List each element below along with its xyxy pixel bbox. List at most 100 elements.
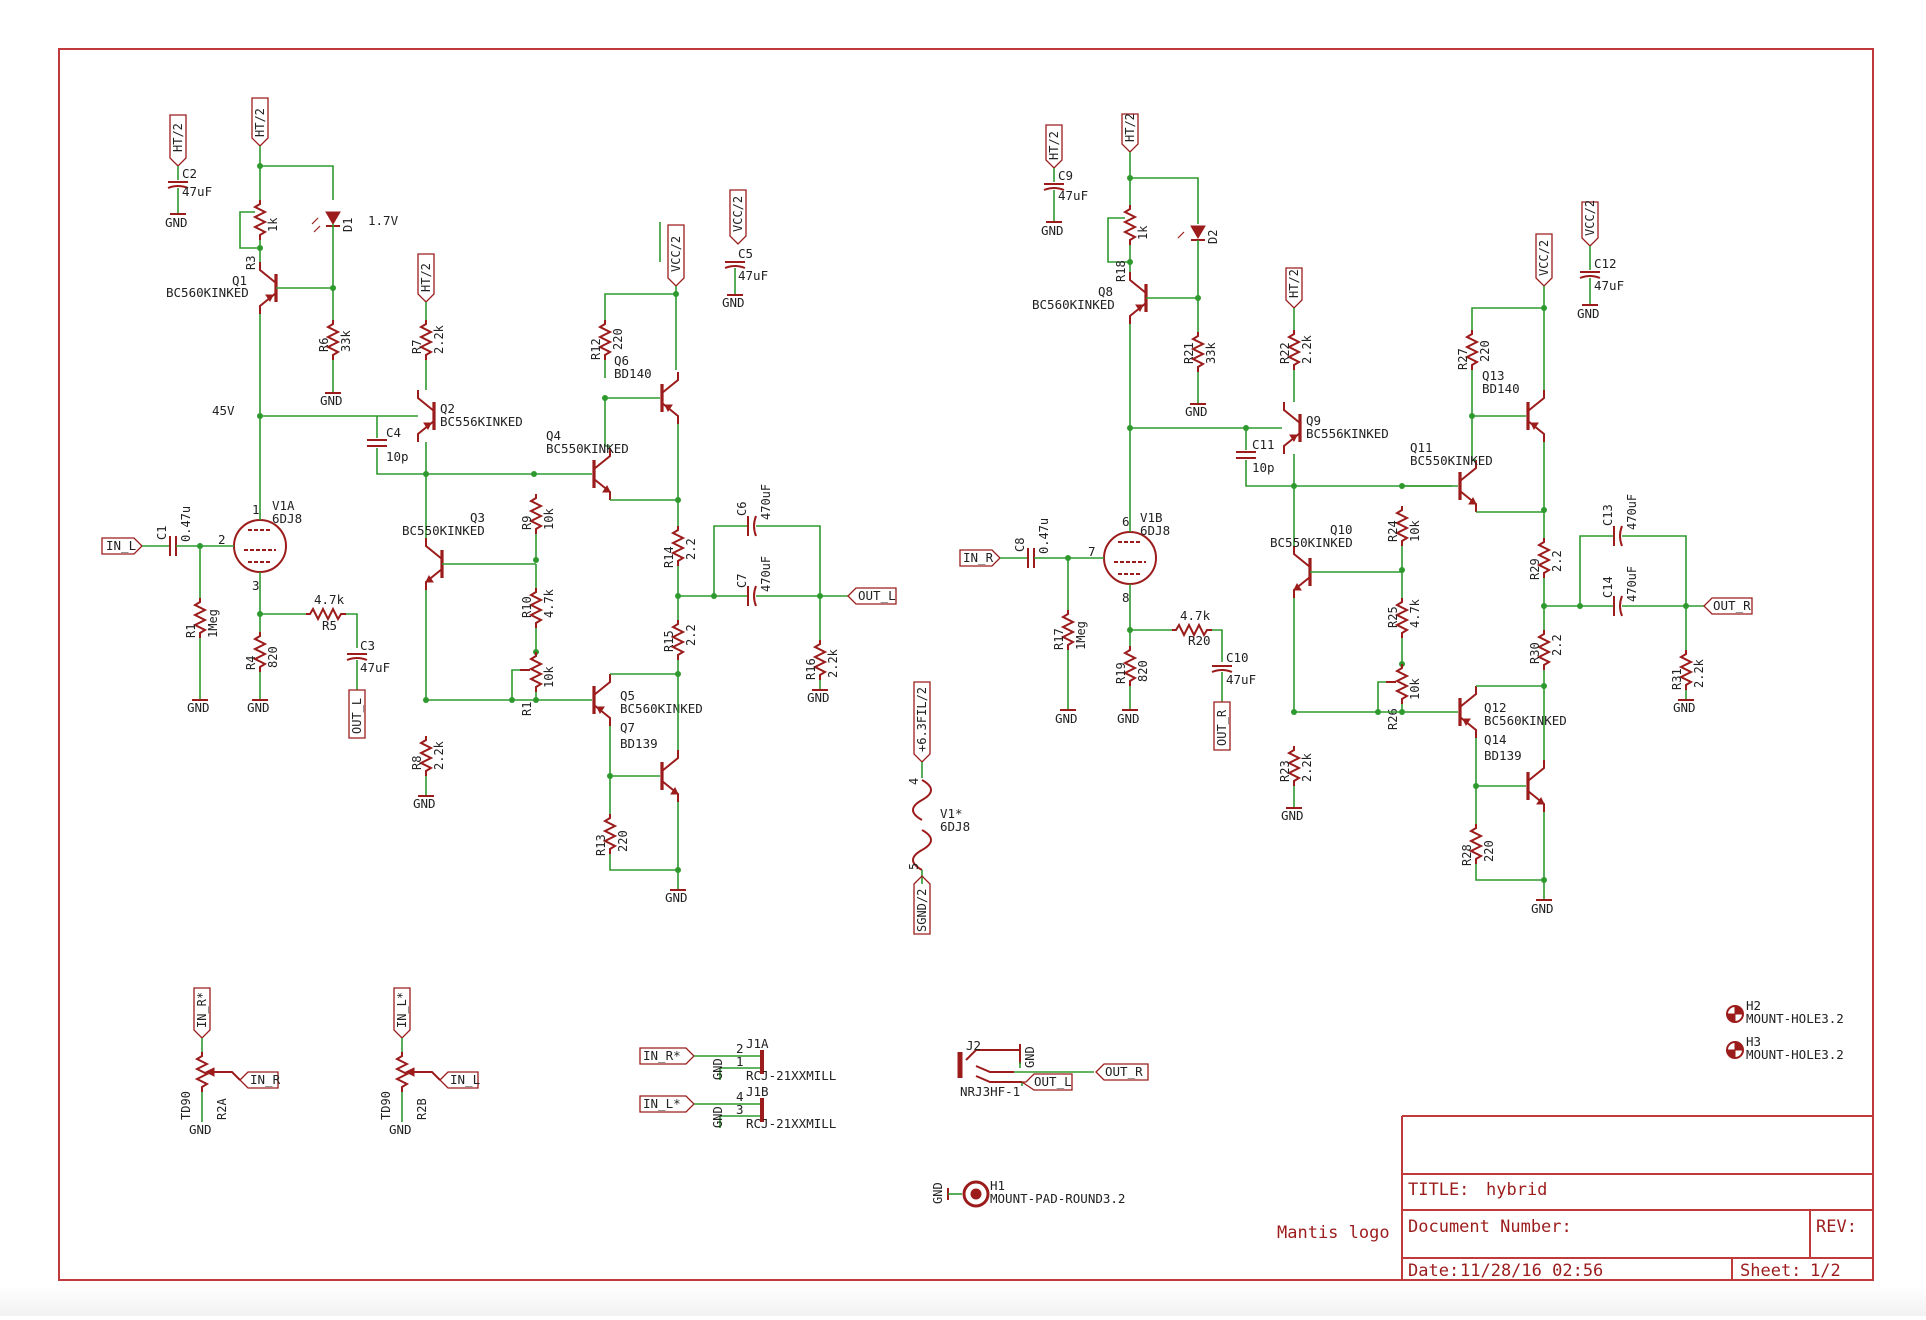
pin-number: 3: [252, 578, 260, 593]
net-label: IN_L: [450, 1072, 480, 1087]
net-label: IN_R: [250, 1072, 281, 1087]
net-label: OUT_L: [350, 698, 364, 734]
component-value: 1k: [1136, 225, 1150, 240]
component-ref: Q14: [1484, 732, 1507, 747]
net-label: VCC/2: [1537, 240, 1551, 276]
component-ref: D2: [1206, 230, 1220, 244]
component-ref: R28: [1460, 844, 1474, 866]
gnd-label: GND: [722, 295, 745, 310]
component-value: 33k: [339, 330, 353, 352]
component-ref: C8: [1013, 538, 1027, 552]
component-ref: H1: [990, 1178, 1005, 1193]
component-value: BC560KINKED: [1484, 713, 1567, 728]
component-value: BD140: [1482, 381, 1520, 396]
sheet-label: Sheet:: [1740, 1261, 1801, 1281]
component-ref: C7: [735, 574, 749, 588]
component-ref: H2: [1746, 998, 1761, 1013]
component-value: 470uF: [1625, 566, 1639, 602]
net-label: OUT_L: [1034, 1074, 1072, 1089]
component-ref: R23: [1278, 760, 1292, 782]
component-value: 2.2k: [432, 324, 446, 354]
component-ref: V1*: [940, 806, 963, 821]
component-value: 6DJ8: [940, 819, 970, 834]
component-ref: C14: [1601, 576, 1615, 598]
component-value: TD90: [379, 1091, 393, 1120]
pin-number: 6: [1122, 514, 1130, 529]
component-value: 2.2: [684, 538, 698, 560]
component-ref: C6: [735, 502, 749, 516]
net-label: SGND/2: [915, 889, 929, 932]
net-label: VCC/2: [669, 236, 683, 272]
component-ref: C9: [1058, 168, 1073, 183]
rev-label: REV:: [1816, 1217, 1857, 1237]
component-ref: Q5: [620, 688, 635, 703]
component-value: 47uF: [1594, 278, 1624, 293]
gnd-label: GND: [711, 1058, 725, 1080]
gnd-label: GND: [665, 890, 688, 905]
component-ref: R19: [1114, 662, 1128, 684]
component-value: 0.47u: [1037, 518, 1051, 554]
component-value: BC556KINKED: [1306, 426, 1389, 441]
input-pot-r2a: IN_R* IN_R TD90 R2A GND: [179, 987, 281, 1137]
component-ref: R1: [184, 624, 198, 638]
component-ref: R25: [1386, 606, 1400, 628]
headphone-jack-j2: OUT_R OUT_L J2 NRJ3HF-1 GND: [957, 1038, 1149, 1099]
net-label: VCC/2: [731, 196, 745, 232]
date-label: Date:: [1408, 1261, 1459, 1281]
component-value: 820: [266, 646, 280, 668]
component-value: 820: [1136, 660, 1150, 682]
pin-number: 8: [1122, 590, 1130, 605]
component-ref: R16: [804, 658, 818, 680]
component-value: 4.7k: [542, 588, 556, 618]
component-value: NRJ3HF-1: [960, 1084, 1020, 1099]
component-value: 47uF: [360, 660, 390, 675]
component-value: 1.7V: [368, 213, 399, 228]
component-ref: Q12: [1484, 700, 1507, 715]
component-value: 2.2k: [826, 648, 840, 678]
right-channel: HT/2 C9 47uF GND HT/2 R18 1k D2 Q8 BC560…: [959, 113, 1753, 916]
component-ref: Q6: [614, 353, 629, 368]
component-value: 220: [1478, 340, 1492, 362]
component-value: 10k: [542, 666, 556, 688]
net-label: VCC/2: [1583, 200, 1597, 236]
component-ref: R3: [244, 256, 258, 270]
title-label: TITLE:: [1408, 1180, 1469, 1200]
component-value: 47uF: [738, 268, 768, 283]
net-label: IN_L*: [643, 1096, 681, 1111]
component-value: 6DJ8: [272, 511, 302, 526]
logo-text: Mantis logo: [1277, 1223, 1390, 1243]
pin-number: 7: [1088, 544, 1096, 559]
component-ref: R21: [1182, 342, 1196, 364]
left-channel: HT/2 HT/2 C2 47uF GND R3 1k D1 1.7V Q1: [101, 97, 897, 905]
gnd-label: GND: [247, 700, 270, 715]
net-label: HT/2: [1123, 113, 1137, 142]
net-label: HT/2: [171, 123, 185, 152]
component-ref: C4: [386, 425, 401, 440]
gnd-label: GND: [1673, 700, 1696, 715]
component-ref: R10: [520, 596, 534, 618]
component-ref: R9: [520, 516, 534, 530]
component-value: 10k: [1408, 520, 1422, 542]
component-ref: Q8: [1098, 284, 1113, 299]
gnd-label: GND: [1023, 1046, 1037, 1068]
net-label: IN_L: [106, 538, 136, 553]
mount-hole-h2: H2 MOUNT-HOLE3.2: [1726, 998, 1844, 1026]
gnd-label: GND: [1281, 808, 1304, 823]
component-ref: J1A: [746, 1036, 769, 1051]
component-ref: Q10: [1330, 522, 1353, 537]
document-number-label: Document Number:: [1408, 1217, 1572, 1237]
date-value: 11/28/16 02:56: [1460, 1261, 1603, 1281]
component-value: 2.2k: [432, 740, 446, 770]
component-value: BC560KINKED: [1032, 297, 1115, 312]
pin-number: 2: [736, 1041, 744, 1056]
gnd-label: GND: [187, 700, 210, 715]
component-ref: R17: [1052, 628, 1066, 650]
net-label: OUT_R: [1105, 1064, 1143, 1079]
component-ref: Q1: [232, 273, 247, 288]
pin-number: 5: [907, 863, 921, 870]
component-ref: C12: [1594, 256, 1617, 271]
component-ref: Q11: [1410, 440, 1433, 455]
component-ref: R1: [520, 702, 534, 716]
